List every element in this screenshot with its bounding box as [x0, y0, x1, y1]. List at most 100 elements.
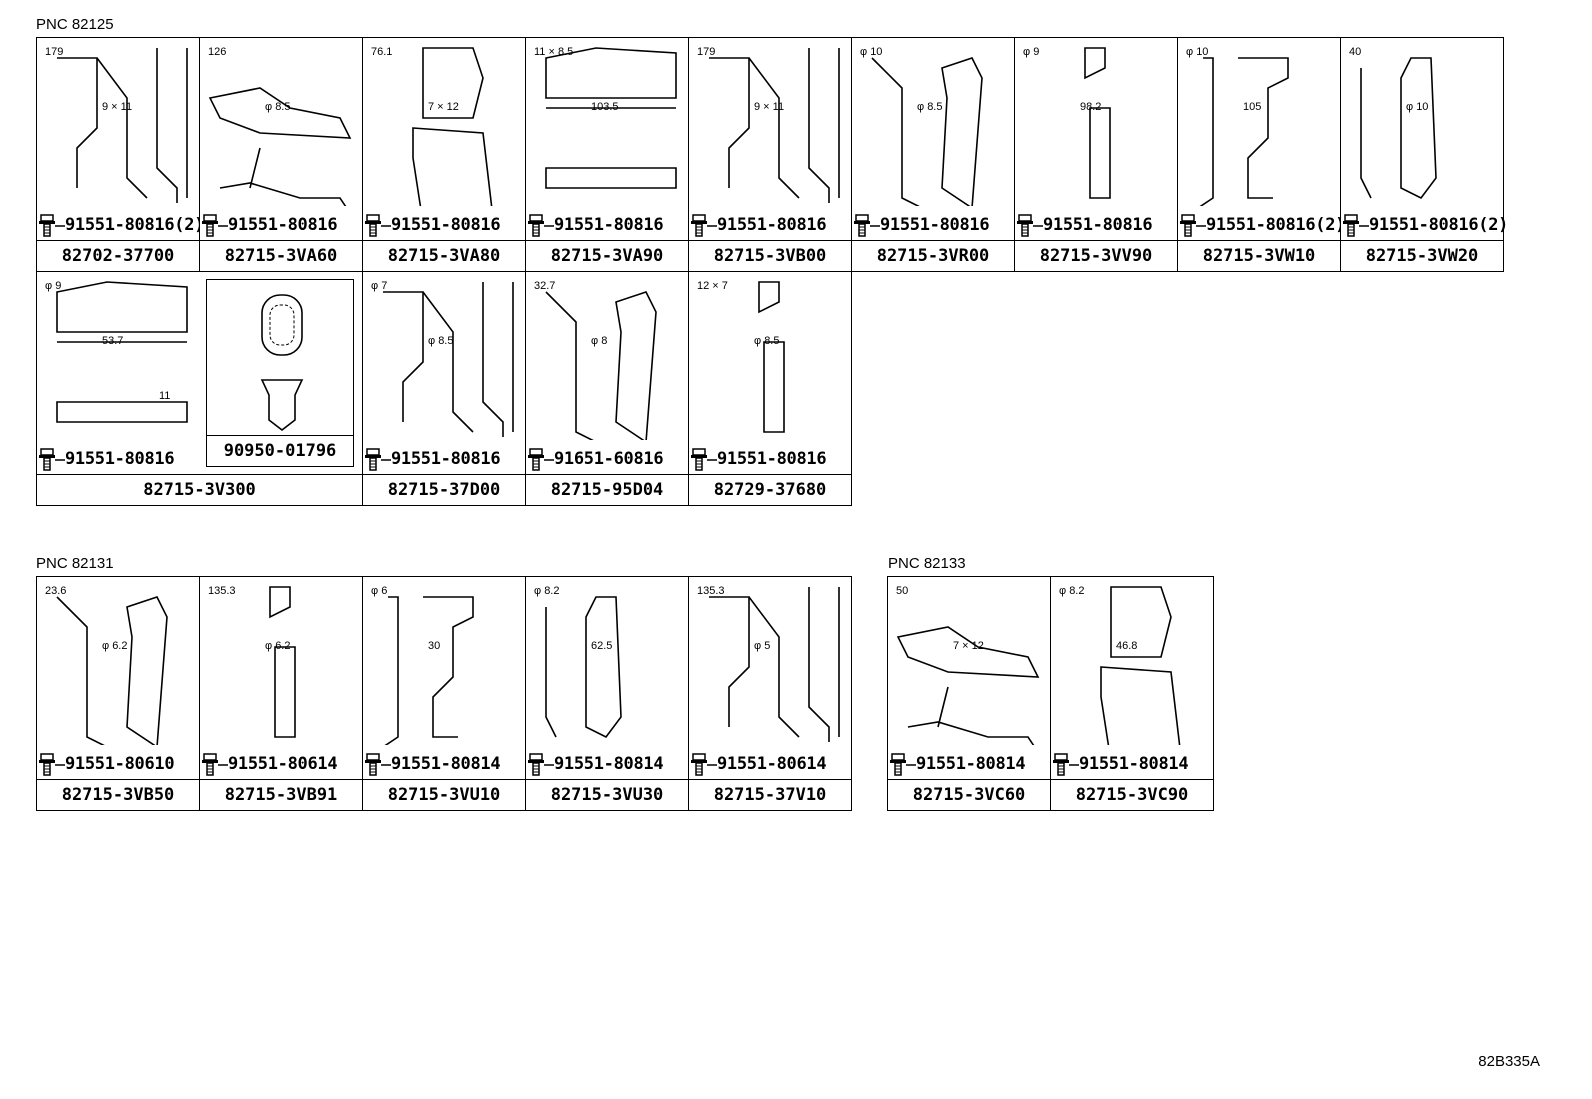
dimension-label: φ 7 — [371, 280, 388, 292]
dimension-label: 11 — [159, 390, 171, 402]
bolt-icon — [39, 753, 65, 776]
dimension-label: φ 8 — [591, 335, 608, 347]
bracket-drawing — [1100, 586, 1181, 745]
dimension-label: 105 — [1243, 101, 1262, 113]
part-illustration-cell: φ 7 φ 8.5 91551-80816 — [362, 271, 526, 475]
bracket-drawing — [1084, 47, 1111, 199]
bolt-icon — [528, 214, 554, 237]
bracket-drawing — [384, 596, 474, 745]
bolt-callout: 91551-80816(2) — [1343, 212, 1508, 238]
dimension-label: φ 5 — [754, 640, 771, 652]
bolt-part-number: 91551-80816 — [391, 215, 501, 235]
bolt-callout: 91551-80816 — [39, 446, 360, 472]
bracket-drawing — [871, 57, 983, 206]
dimension-label: 12 × 7 — [697, 280, 728, 292]
part-illustration-cell: 179 9 × 11 91551-80816(2) — [36, 37, 204, 241]
bolt-part-number: 91551-80814 — [1079, 754, 1189, 774]
bolt-icon — [854, 214, 880, 237]
bolt-part-number: 91551-80610 — [65, 754, 175, 774]
clip-sub-box: 90950-01796 — [206, 279, 354, 467]
part-number-label: 82715-3VR00 — [851, 240, 1015, 272]
dimension-label: φ 8.5 — [428, 335, 454, 347]
bolt-callout: 91551-80614 — [202, 751, 360, 777]
bolt-part-number: 91551-80816 — [1043, 215, 1153, 235]
part-illustration-cell: 135.3 φ 6.2 91551-80614 — [199, 576, 363, 780]
part-number-label: 82715-3VV90 — [1014, 240, 1178, 272]
dimension-label: φ 6.2 — [102, 640, 128, 652]
dimension-label: φ 8.5 — [754, 335, 780, 347]
bracket-drawing — [709, 48, 840, 203]
dimension-label: 179 — [45, 46, 64, 58]
part-number-label: 82729-37680 — [688, 474, 852, 506]
bolt-icon — [890, 753, 916, 776]
dimension-label: φ 6 — [371, 585, 388, 597]
bolt-callout: 91551-80816 — [691, 212, 849, 238]
illustration-reference-code: 82B335A — [1478, 1053, 1540, 1070]
dimension-label: 50 — [896, 585, 909, 597]
dimension-label: 11 × 8.5 — [534, 46, 574, 58]
bolt-part-number: 91551-80816(2) — [65, 215, 205, 235]
bracket-drawing — [545, 47, 677, 189]
bolt-callout: 91551-80816 — [854, 212, 1012, 238]
dimension-label: φ 9 — [1023, 46, 1040, 58]
bolt-icon — [1017, 214, 1043, 237]
clip-part-number: 90950-01796 — [207, 435, 353, 466]
bolt-icon — [365, 214, 391, 237]
bolt-callout: 91551-80816(2) — [39, 212, 204, 238]
bracket-drawing — [1360, 57, 1437, 200]
dimension-label: 98.2 — [1080, 101, 1102, 113]
bolt-icon — [528, 448, 554, 471]
part-illustration-cell: 32.7 φ 8 91651-60816 — [525, 271, 689, 475]
dimension-label: 32.7 — [534, 280, 556, 292]
bolt-icon — [39, 448, 65, 471]
bolt-icon — [1180, 214, 1206, 237]
dimension-label: 9 × 11 — [102, 101, 133, 113]
bolt-icon — [39, 214, 65, 237]
part-number-label: 82715-3VB00 — [688, 240, 852, 272]
dimension-label: 53.7 — [102, 335, 124, 347]
dimension-label: 40 — [1349, 46, 1362, 58]
dimension-label: 62.5 — [591, 640, 613, 652]
dimension-label: φ 6.2 — [265, 640, 291, 652]
bolt-icon — [202, 214, 228, 237]
bolt-callout: 91551-80816(2) — [1180, 212, 1345, 238]
dimension-label: 179 — [697, 46, 716, 58]
part-number-label: 82715-3VA60 — [199, 240, 363, 272]
dimension-label: φ 10 — [860, 46, 883, 58]
bolt-callout: 91651-60816 — [528, 446, 686, 472]
bracket-drawing — [269, 586, 296, 738]
bracket-drawing — [709, 587, 840, 742]
bolt-icon — [691, 448, 717, 471]
bracket-drawing — [383, 282, 514, 437]
bolt-part-number: 91551-80816 — [391, 449, 501, 469]
bolt-part-number: 91551-80816 — [65, 449, 175, 469]
bolt-icon — [365, 753, 391, 776]
dimension-label: φ 8.2 — [534, 585, 560, 597]
bolt-part-number: 91551-80614 — [228, 754, 338, 774]
bolt-icon — [1343, 214, 1369, 237]
bolt-part-number: 91551-80814 — [391, 754, 501, 774]
bolt-callout: 91551-80816 — [1017, 212, 1175, 238]
bolt-part-number: 91551-80816 — [880, 215, 990, 235]
bolt-part-number: 91551-80614 — [717, 754, 827, 774]
pnc-label-82133: PNC 82133 — [888, 555, 966, 572]
dimension-label: φ 10 — [1406, 101, 1429, 113]
bolt-part-number: 91551-80814 — [916, 754, 1026, 774]
bolt-part-number: 91551-80816(2) — [1206, 215, 1346, 235]
bolt-part-number: 91551-80816 — [717, 449, 827, 469]
bracket-drawing — [758, 281, 785, 433]
part-number-label: 82715-3VW10 — [1177, 240, 1341, 272]
part-number-label: 82715-37V10 — [688, 779, 852, 811]
dimension-label: 135.3 — [208, 585, 236, 597]
bolt-icon — [365, 448, 391, 471]
bolt-part-number: 91551-80816(2) — [1369, 215, 1509, 235]
